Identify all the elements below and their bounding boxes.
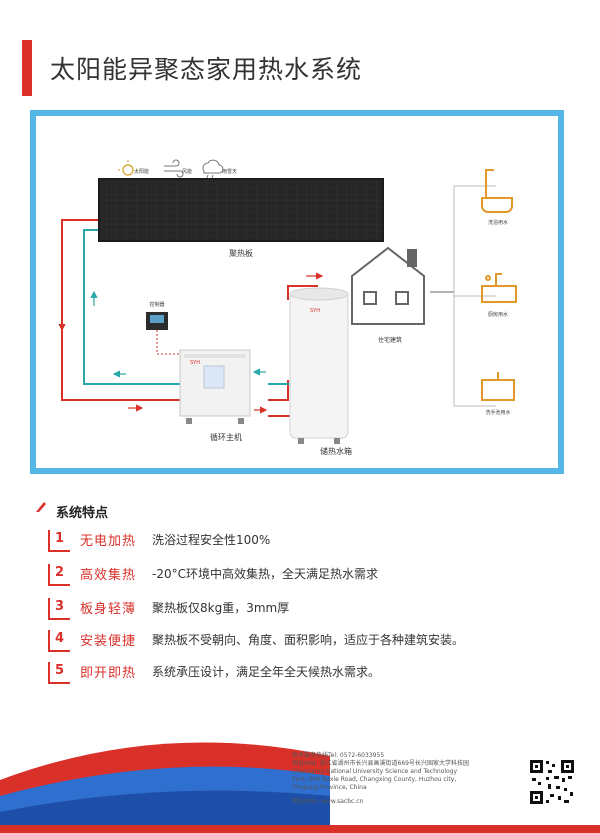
house-icon (351, 246, 425, 325)
footer-web: 网址Web: www.sacbc.cn (292, 798, 364, 805)
hot-water-storage-tank: SYH (289, 287, 349, 444)
distribution-bracket (453, 185, 496, 407)
feature-number-2: 2 (48, 564, 70, 586)
weather-label-solar: 太阳能 (134, 168, 149, 175)
footer-dark-wave (0, 790, 330, 833)
pipe-cold (83, 229, 290, 385)
circulation-main-unit: SYH (179, 349, 251, 424)
pipe-hot (61, 219, 318, 417)
bathtub-icon (481, 169, 513, 213)
feature-title-1: 无电加热 (80, 534, 137, 549)
wind-icon (164, 159, 184, 178)
feature-title-4: 安装便捷 (80, 634, 137, 649)
rain-cloud-icon (202, 159, 224, 179)
weather-label-rain: 雨雪天 (222, 169, 237, 175)
weather-label-wind: 风能 (182, 168, 192, 175)
svg-text:SYH: SYH (310, 308, 320, 314)
controller-unit (146, 312, 168, 330)
qr-code-icon (528, 758, 576, 806)
panel-label: 聚热板 (229, 248, 253, 258)
feature-number-1: 1 (48, 530, 70, 552)
feature-title-2: 高效集热 (80, 568, 137, 583)
house-label: 住宅建筑 (378, 336, 402, 344)
output-label-basin: 洗手池用水 (485, 409, 510, 416)
wash-basin-icon (481, 372, 515, 401)
feature-desc-2: -20°C环境中高效集热，全天满足热水需求 (152, 567, 378, 581)
output-label-bath: 洗浴用水 (488, 219, 508, 226)
footer-address-en-2: Park, 669 Baxie Road, Changxing County, … (292, 776, 457, 783)
feature-number-5: 5 (48, 662, 70, 684)
feature-number-3: 3 (48, 598, 70, 620)
output-label-kitchen: 厨房用水 (488, 311, 508, 318)
footer-hotline: 技术服务热线Tel: 0572-6033955 (292, 752, 385, 759)
system-diagram: 太阳能 风能 雨雪天 聚热板 (58, 159, 517, 456)
feature-title-3: 板身轻薄 (80, 602, 137, 617)
footer-address-en-1: Changxing National University Science an… (292, 768, 458, 775)
main-unit-label: 循环主机 (210, 432, 242, 442)
controller-label: 控制器 (149, 301, 164, 308)
feature-desc-1: 洗浴过程安全性100% (152, 533, 271, 547)
feature-desc-4: 聚热板不受朝向、角度、面积影响，适应于各种建筑安装。 (152, 633, 465, 647)
footer-address-cn: 地址Add: 浙江省湖州市长兴县画溪街道669号长兴国家大学科技园 (292, 760, 469, 767)
feature-title-5: 即开即热 (80, 666, 137, 681)
footer-contact: 技术服务热线Tel: 0572-6033955 地址Add: 浙江省湖州市长兴县… (292, 752, 522, 806)
footer-bottom-strip (0, 825, 600, 833)
features-heading-icon (36, 502, 46, 512)
footer-address-en-3: Zhejiang Province, China (292, 784, 367, 791)
page-title: 太阳能异聚态家用热水系统 (50, 55, 363, 84)
features-heading: 系统特点 (56, 506, 109, 521)
solar-collector-panel (98, 178, 384, 242)
sun-icon (118, 160, 138, 180)
feature-desc-3: 聚热板仅8kg重，3mm厚 (152, 601, 290, 615)
feature-number-4: 4 (48, 630, 70, 652)
controller-wire (156, 330, 184, 355)
feature-desc-5: 系统承压设计，满足全年全天候热水需求。 (152, 665, 381, 679)
kitchen-sink-icon (481, 273, 517, 303)
brand-logo: SYH (190, 360, 200, 366)
tank-label: 储热水箱 (320, 446, 352, 456)
footer-wave-decoration (0, 742, 600, 833)
title-accent-bar (22, 40, 32, 96)
